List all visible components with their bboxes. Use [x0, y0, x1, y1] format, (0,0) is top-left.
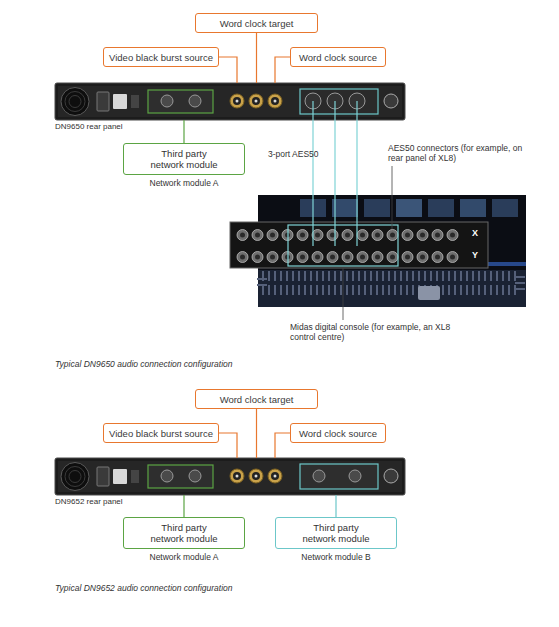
rear-panel: DN9652 rear panel	[55, 458, 405, 495]
xlr-rows	[235, 224, 460, 268]
callout-box: Video black burst source	[103, 423, 219, 443]
connector-line	[335, 495, 336, 517]
aes50-cable	[312, 101, 313, 246]
console-screen	[428, 199, 454, 217]
module-connector	[313, 470, 325, 482]
port-label: X	[472, 228, 478, 239]
console-screen	[396, 199, 422, 217]
console-label: Midas digital console (for example, an X…	[290, 322, 455, 342]
console-screen	[492, 199, 518, 217]
port-label: Y	[472, 250, 478, 261]
connector-panel-frame	[230, 222, 488, 268]
node-text: Third party network module	[296, 522, 376, 545]
xl8-connector-panel	[230, 222, 488, 268]
node-text: Video black burst source	[109, 52, 213, 63]
console-screen	[364, 199, 390, 217]
connector-line	[256, 409, 257, 458]
panel-base-use	[55, 83, 405, 120]
node-text: Third party network module	[144, 148, 224, 171]
console-faders	[262, 276, 520, 290]
console-control	[418, 286, 440, 300]
network-module-box: Third party network moduleNetwork module…	[275, 517, 397, 549]
connector-line	[183, 495, 184, 517]
node-text: Word clock source	[299, 428, 377, 439]
node-heading: Network module A	[104, 178, 264, 188]
callout-box: Word clock target	[195, 13, 318, 33]
aes50-connector-group	[288, 225, 398, 266]
connector-line	[183, 120, 184, 143]
module-connector	[349, 470, 361, 482]
node-text: Word clock target	[220, 18, 294, 29]
node-text: DN9650 rear panel	[55, 122, 123, 131]
network-module-box: Third party network moduleNetwork module…	[123, 517, 245, 549]
connector-line	[219, 433, 237, 458]
leader-line	[343, 268, 344, 320]
connector-label: AES50 connectors (for example, on rear p…	[388, 143, 538, 163]
callout-box: Video black burst source	[103, 47, 219, 67]
dn9652-panel-art	[55, 458, 405, 495]
callout-box: Word clock source	[290, 47, 386, 67]
panel-base-use	[55, 458, 405, 495]
cable-label: 3-port AES50	[268, 149, 319, 159]
figure-caption: Typical DN9652 audio connection configur…	[55, 583, 233, 593]
callout-box: Word clock target	[195, 389, 318, 409]
connector-line	[256, 33, 257, 83]
console-screen	[332, 199, 358, 217]
node-text: Word clock target	[220, 394, 294, 405]
network-module-box: Third party network moduleNetwork module…	[123, 143, 245, 175]
console-surface	[258, 270, 526, 307]
console-screen	[460, 199, 486, 217]
leader-line	[392, 166, 393, 229]
callout-box: Word clock source	[290, 423, 386, 443]
node-heading: Network module A	[104, 552, 264, 562]
node-text: DN9652 rear panel	[55, 497, 123, 506]
aes50-cable	[356, 101, 357, 246]
aes50-cable	[334, 101, 335, 246]
node-text: Third party network module	[144, 522, 224, 545]
figure-caption: Typical DN9650 audio connection configur…	[55, 359, 233, 369]
rear-panel: DN9650 rear panel	[55, 83, 405, 120]
dn9650-panel-art	[55, 83, 405, 120]
aes50-port-group	[300, 89, 378, 114]
node-text: Video black burst source	[109, 428, 213, 439]
module-slot-b	[300, 464, 378, 489]
connector-line	[275, 433, 290, 458]
node-heading: Network module B	[256, 552, 416, 562]
node-text: Word clock source	[299, 52, 377, 63]
connector-line	[275, 57, 290, 83]
connector-line	[219, 57, 237, 83]
